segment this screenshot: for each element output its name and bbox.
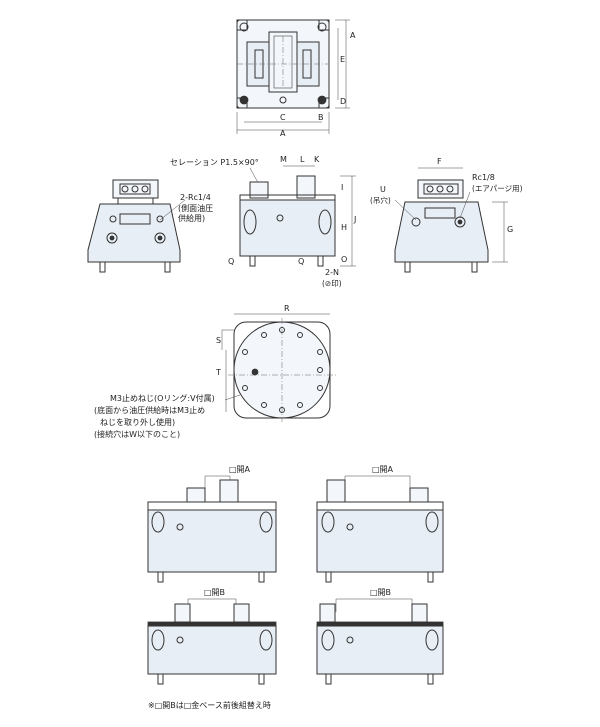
dim-i: I [341,183,343,192]
bottom-view: R S T M3止めねじ(Oリング:V付属) (底面から油圧供給時はM3止め ね… [94,304,336,439]
dim-k: K [314,155,320,164]
dim-l: L [300,155,305,164]
dim-f: F [437,157,442,166]
open-view-tr: □開A [316,465,444,583]
right-view: F G U (吊穴) Rc1/8 (エアパージ用) [370,157,523,273]
port-label: 2-Rc1/4 [180,193,211,202]
dim-e: E [340,55,345,64]
label-br: □開B [370,588,391,597]
open-view-tl: □開A [147,465,277,583]
open-view-bl: □開B [147,588,277,685]
dim-j: J [353,215,356,224]
port-note-2: 供給用) [178,213,205,223]
label-tr: □開A [372,465,394,474]
open-view-br: □開B [316,588,444,685]
port-note-1: (側面油圧 [178,203,213,213]
note-line-1: M3止めねじ(Oリング:V付属) [110,393,215,403]
note-line-3: ねじを取り外し使用) [100,417,175,427]
note-line-4: (接続穴はW以下のこと) [94,429,180,439]
dim-q-left: Q [228,257,234,266]
label-tl: □開A [229,465,251,474]
u-note: (吊穴) [370,195,391,205]
dim-r: R [284,304,290,313]
dim-a-right: A [350,31,356,40]
dim-b: B [318,113,324,122]
left-view: 2-Rc1/4 (側面油圧 供給用) [87,179,213,273]
note-line-2: (底面から油圧供給時はM3止め [94,405,205,415]
footnote: ※□開Bは□金ベース前後組替え時 [148,700,271,710]
front-view: セレーション P1.5×90° M L K I J H O Q Q 2-N (⊘… [170,155,356,288]
dim-a-bottom: A [280,129,286,138]
label-bl: □開B [204,588,225,597]
serration-label: セレーション P1.5×90° [170,158,259,167]
dim-n: 2-N [325,268,339,277]
dim-o: O [341,255,347,264]
dim-s: S [216,336,221,345]
dim-q-right: Q [298,257,304,266]
dim-n-sub: (⊘印) [322,279,342,288]
dim-m: M [280,155,287,164]
u-label: U [380,185,386,194]
air-note: (エアパージ用) [472,184,523,193]
dim-c: C [280,113,286,122]
dim-g: G [507,225,513,234]
dim-t: T [215,368,221,377]
air-label: Rc1/8 [472,173,495,182]
dim-d: D [340,97,346,106]
dim-h: H [341,223,347,232]
top-view: A E D C B A [236,19,356,138]
